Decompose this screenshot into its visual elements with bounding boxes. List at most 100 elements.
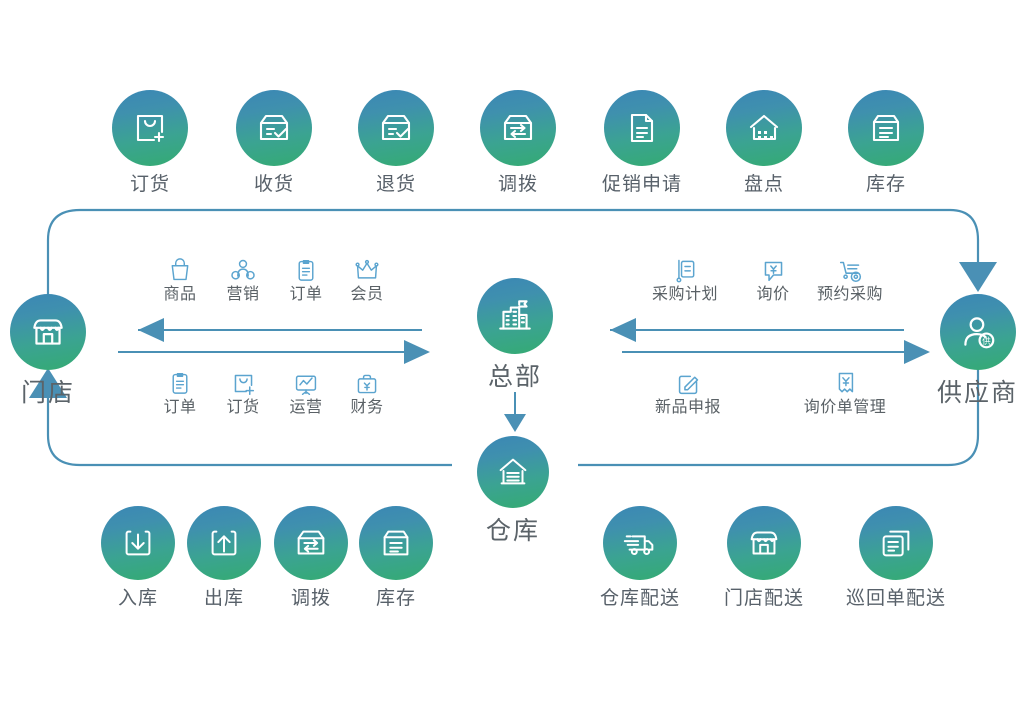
mini-store-hq-lower-1[interactable]: 订货: [206, 366, 280, 416]
bottom-left-node-0[interactable]: 入库: [101, 506, 175, 608]
mini-label: 询价: [756, 286, 790, 303]
mini-label: 订单: [289, 286, 323, 303]
document-icon: [604, 90, 680, 166]
node-headquarters-label: 总部: [487, 363, 542, 391]
mini-hq-supplier-lower-1[interactable]: 询价单管理: [797, 366, 893, 416]
yen-document-icon: [833, 366, 858, 396]
bottom-left-node-2[interactable]: 调拨: [274, 506, 348, 608]
bottom-right-node-label-0: 仓库配送: [600, 588, 681, 609]
node-supplier-label: 供应商: [937, 379, 1019, 407]
mini-label: 询价单管理: [803, 399, 887, 416]
top-node-label-3: 调拨: [497, 174, 538, 195]
top-node-label-1: 收货: [253, 174, 294, 195]
arrow-out-of-box-icon: [187, 506, 261, 580]
arrow-into-box-icon: [101, 506, 175, 580]
box-check-icon: [236, 90, 312, 166]
svg-text:供: 供: [982, 336, 991, 346]
mini-hq-supplier-upper-2[interactable]: 预约采购: [802, 253, 898, 303]
mini-store-hq-upper-2[interactable]: 订单: [269, 253, 343, 303]
warehouse-icon: [477, 436, 549, 508]
top-node-5[interactable]: 盘点: [726, 90, 802, 194]
top-node-4[interactable]: 促销申请: [602, 90, 682, 194]
chart-board-icon: [293, 366, 319, 396]
node-store-label: 门店: [20, 379, 75, 407]
mini-label: 订单: [163, 399, 197, 416]
arrowhead-hq-to-warehouse: [504, 414, 526, 432]
bag-plus-small-icon: [231, 366, 256, 396]
scheduled-purchase-icon: [837, 253, 864, 283]
bottom-right-node-1[interactable]: 门店配送: [724, 506, 804, 608]
arrowhead-store-to-hq: [404, 340, 430, 364]
warehouse-count-icon: [726, 90, 802, 166]
top-node-3[interactable]: 调拨: [480, 90, 556, 194]
top-node-2[interactable]: 退货: [358, 90, 434, 194]
mini-label: 新品申报: [654, 399, 721, 416]
node-warehouse[interactable]: 仓库: [477, 436, 549, 544]
arrowhead-to-supplier: [959, 262, 997, 292]
top-node-label-4: 促销申请: [602, 174, 683, 195]
pencil-square-icon: [676, 366, 701, 396]
stacked-documents-icon: [859, 506, 933, 580]
bottom-right-node-0[interactable]: 仓库配送: [600, 506, 680, 608]
shopping-bag-icon: [168, 253, 192, 283]
office-building-icon: [477, 278, 553, 354]
yen-chat-icon: [761, 253, 786, 283]
crown-icon: [354, 253, 380, 283]
mini-store-hq-upper-0[interactable]: 商品: [143, 253, 217, 303]
box-list-icon: [359, 506, 433, 580]
mini-store-hq-lower-2[interactable]: 运营: [269, 366, 343, 416]
top-node-1[interactable]: 收货: [236, 90, 312, 194]
clipboard-icon: [169, 366, 191, 396]
shopping-bag-plus-icon: [112, 90, 188, 166]
mini-hq-supplier-upper-1[interactable]: 询价: [736, 253, 810, 303]
bottom-left-node-label-2: 调拨: [290, 588, 331, 609]
box-list-icon: [848, 90, 924, 166]
arrowhead-supplier-to-hq: [610, 318, 636, 342]
arrowhead-hq-to-store: [138, 318, 164, 342]
finance-yen-icon: [354, 366, 380, 396]
clipboard-icon: [295, 253, 317, 283]
top-node-label-0: 订货: [129, 174, 170, 195]
mini-label: 运营: [289, 399, 323, 416]
mini-label: 会员: [350, 286, 384, 303]
mini-label: 订货: [226, 399, 260, 416]
bottom-left-node-label-1: 出库: [203, 588, 244, 609]
bottom-right-node-label-1: 门店配送: [724, 588, 805, 609]
mini-store-hq-lower-3[interactable]: 财务: [330, 366, 404, 416]
top-node-label-2: 退货: [375, 174, 416, 195]
mini-label: 营销: [226, 286, 260, 303]
top-node-label-6: 库存: [865, 174, 906, 195]
mini-store-hq-upper-3[interactable]: 会员: [330, 253, 404, 303]
supplier-person-icon: 供: [939, 294, 1016, 370]
node-store[interactable]: 门店: [10, 294, 86, 406]
mini-label: 财务: [350, 399, 384, 416]
bottom-right-node-label-2: 巡回单配送: [846, 588, 947, 609]
storefront-icon: [10, 294, 86, 370]
top-node-0[interactable]: 订货: [112, 90, 188, 194]
bottom-left-node-label-0: 入库: [117, 588, 158, 609]
mini-store-hq-upper-1[interactable]: 营销: [206, 253, 280, 303]
bottom-right-node-2[interactable]: 巡回单配送: [846, 506, 946, 608]
top-node-6[interactable]: 库存: [848, 90, 924, 194]
box-return-check-icon: [358, 90, 434, 166]
purchase-plan-icon: [672, 253, 698, 283]
top-node-label-5: 盘点: [743, 174, 784, 195]
mini-label: 采购计划: [651, 286, 718, 303]
bottom-left-node-3[interactable]: 库存: [359, 506, 433, 608]
node-headquarters[interactable]: 总部: [477, 278, 553, 390]
mini-store-hq-lower-0[interactable]: 订单: [143, 366, 217, 416]
mini-label: 预约采购: [816, 286, 883, 303]
bottom-left-node-label-3: 库存: [375, 588, 416, 609]
node-warehouse-label: 仓库: [485, 517, 540, 545]
box-transfer-icon: [480, 90, 556, 166]
mini-hq-supplier-upper-0[interactable]: 采购计划: [637, 253, 733, 303]
bottom-left-node-1[interactable]: 出库: [187, 506, 261, 608]
mini-hq-supplier-lower-0[interactable]: 新品申报: [640, 366, 736, 416]
box-transfer-icon: [274, 506, 348, 580]
storefront-icon: [727, 506, 801, 580]
outer-bottom-path-right: [578, 350, 980, 467]
delivery-truck-icon: [603, 506, 677, 580]
node-supplier[interactable]: 供 供应商: [937, 294, 1018, 406]
marketing-megaphone-icon: [230, 253, 256, 283]
